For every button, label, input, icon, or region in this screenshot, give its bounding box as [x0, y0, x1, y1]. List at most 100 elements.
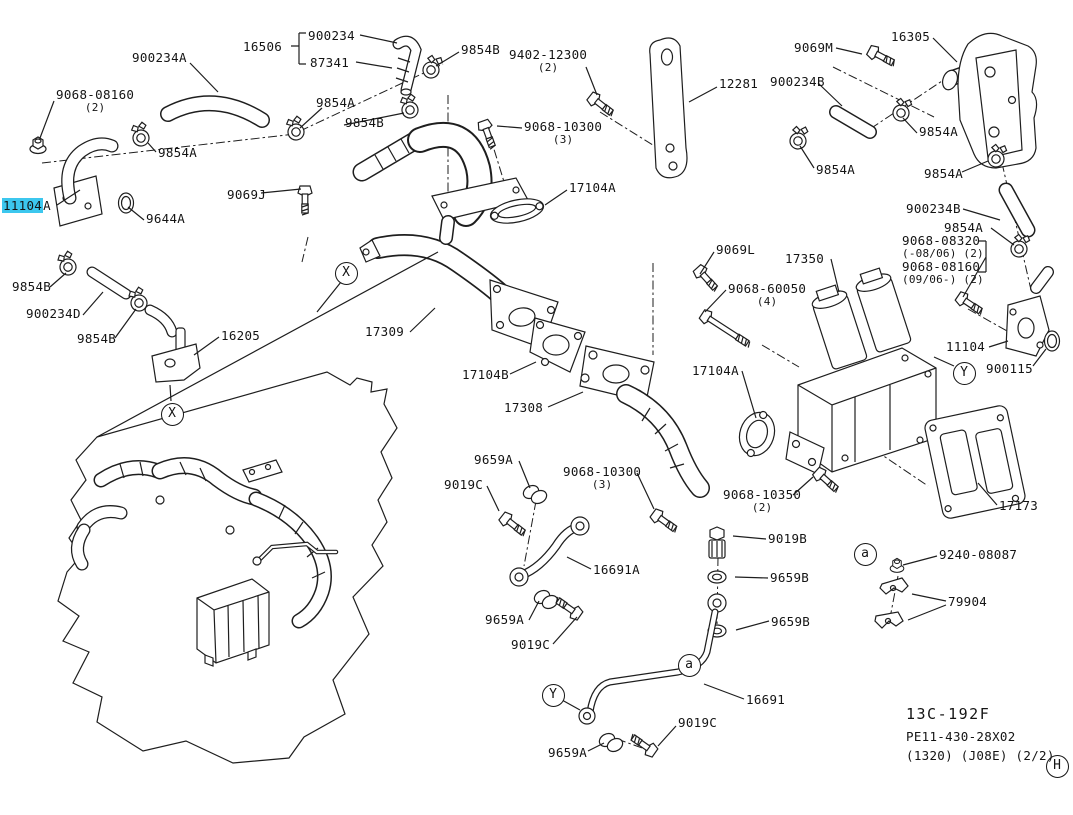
part-number: 9240-08087 — [939, 547, 1018, 562]
bolt-9068-60050 — [697, 307, 755, 352]
part-label-900234B: 900234B — [906, 202, 961, 216]
part-900234B-hose-b — [998, 182, 1036, 238]
part-label-9854A: 9854A — [919, 125, 958, 139]
part-number: 9019C — [511, 637, 551, 652]
part-number: 9854A — [944, 220, 984, 235]
callout-a: a — [853, 542, 877, 566]
part-number: 900234A — [132, 50, 187, 65]
part-label-17173: 17173 — [999, 499, 1038, 513]
quantity-note: (2) — [537, 60, 559, 74]
part-label-17104B: 17104B — [462, 368, 509, 382]
bolt-9068-08320 — [953, 289, 987, 319]
part-number: 9659A — [485, 612, 525, 627]
part-label-9644A: 9644A — [146, 212, 185, 226]
part-number: 17308 — [504, 400, 544, 415]
drawing-number-block: 13C-192F PE11-430-28X02 (1320) (J08E) (2… — [906, 705, 1055, 763]
part-number: 9854B — [77, 331, 117, 346]
part-number: 17309 — [365, 324, 405, 339]
part-17173-gasket — [924, 405, 1026, 519]
part-11104-elbow — [1005, 266, 1054, 357]
part-label-17350: 17350 — [785, 252, 824, 266]
bolt-9069M — [865, 43, 899, 71]
part-number: 9068-08160 — [902, 259, 981, 274]
part-number: 9659B — [771, 614, 811, 629]
joint-9659A — [520, 482, 550, 507]
bolt-9068-10300 — [648, 506, 682, 537]
part-number: 9659B — [770, 570, 810, 585]
part-label-16305: 16305 — [891, 30, 930, 44]
part-label-900234B: 900234B — [770, 75, 825, 89]
highlighted-part-number: 11104 — [2, 198, 44, 213]
part-number: 900234 — [308, 28, 355, 43]
clamp-9854A — [1008, 231, 1032, 260]
part-number: 87341 — [310, 55, 350, 70]
part-9019B-banjo-bolt — [708, 526, 726, 559]
part-17350-egr-valve — [785, 267, 937, 475]
part-label-9854B: 9854B — [345, 116, 384, 130]
bolt-9402-12300 — [585, 89, 618, 120]
part-number: 9068-08320 — [902, 233, 981, 248]
part-number: 16691 — [746, 692, 786, 707]
callout-H: H — [1045, 754, 1069, 778]
part-reference: PE11-430-28X02 — [906, 729, 1016, 744]
part-label-11104A: 11104A — [2, 198, 51, 213]
part-number: 17173 — [999, 498, 1039, 513]
part-label-9854B: 9854B — [77, 332, 116, 346]
part-label-9068-10300: 9068-10300(3) — [524, 120, 602, 146]
part-label-9659B: 9659B — [771, 615, 810, 629]
part-number: 9019C — [678, 715, 718, 730]
part-11104A-elbow — [53, 137, 119, 227]
oring-900115 — [1043, 330, 1061, 352]
part-label-9068-08160: 9068-08160(2) — [56, 88, 134, 114]
part-79904-clips — [874, 577, 909, 629]
part-17308-pipe — [579, 345, 710, 498]
part-number: 16506 — [243, 39, 283, 54]
part-number: 900234B — [770, 74, 825, 89]
part-label-16506: 16506 — [243, 40, 282, 54]
part-number: 9854A — [924, 166, 964, 181]
engine-block-drawing — [57, 371, 398, 764]
clamp-9854A — [128, 120, 152, 149]
part-label-9854B: 9854B — [461, 43, 500, 57]
leader-lines-bottom — [49, 251, 770, 752]
part-label-9402-12300: 9402-12300(2) — [509, 48, 587, 74]
part-number: 9854B — [461, 42, 501, 57]
quantity-note: (-08/06) (2) — [902, 246, 984, 260]
leader-lines-top — [39, 32, 958, 221]
clamp-9854A — [788, 124, 810, 151]
quantity-note: (3) — [591, 477, 613, 491]
part-label-9068-10350: 9068-10350(2) — [723, 488, 801, 514]
quantity-note: (3) — [552, 132, 574, 146]
part-17104B-gasket — [529, 317, 586, 373]
part-number-suffix: A — [43, 198, 51, 213]
leader-lines-right — [699, 117, 1047, 621]
bolt-9069L — [691, 262, 723, 295]
part-number: 17104B — [462, 367, 509, 382]
joint-9659A — [596, 730, 626, 755]
part-label-9240-08087: 9240-08087 — [939, 548, 1017, 562]
bolt-9019C — [626, 730, 660, 760]
part-label-9854A: 9854A — [924, 167, 963, 181]
part-number: 16305 — [891, 29, 931, 44]
part-87341-pipe — [392, 35, 422, 96]
joint-9659A — [531, 587, 561, 612]
part-17104A-gasket-lower — [738, 410, 776, 458]
part-16691-pipe — [578, 593, 727, 725]
part-number: 9659A — [548, 745, 588, 760]
part-number: 9068-10350 — [723, 487, 802, 502]
part-label-17104A: 17104A — [569, 181, 616, 195]
part-label-9854A: 9854A — [316, 96, 355, 110]
callout-X: X — [334, 261, 358, 285]
part-label-900234A: 900234A — [132, 51, 187, 65]
part-number: 9854B — [12, 279, 52, 294]
clamp-9854A — [890, 95, 914, 124]
part-label-9068-08320: 9068-08320(-08/06) (2) — [902, 234, 984, 260]
part-16305-flange — [941, 32, 1038, 169]
part-number: 9019C — [444, 477, 484, 492]
nut-9240-08087 — [889, 557, 905, 573]
part-number: 9644A — [146, 211, 186, 226]
engine-installed-assembly — [71, 457, 339, 667]
nut-9068-08160 — [29, 136, 47, 155]
part-label-79904: 79904 — [948, 595, 987, 609]
